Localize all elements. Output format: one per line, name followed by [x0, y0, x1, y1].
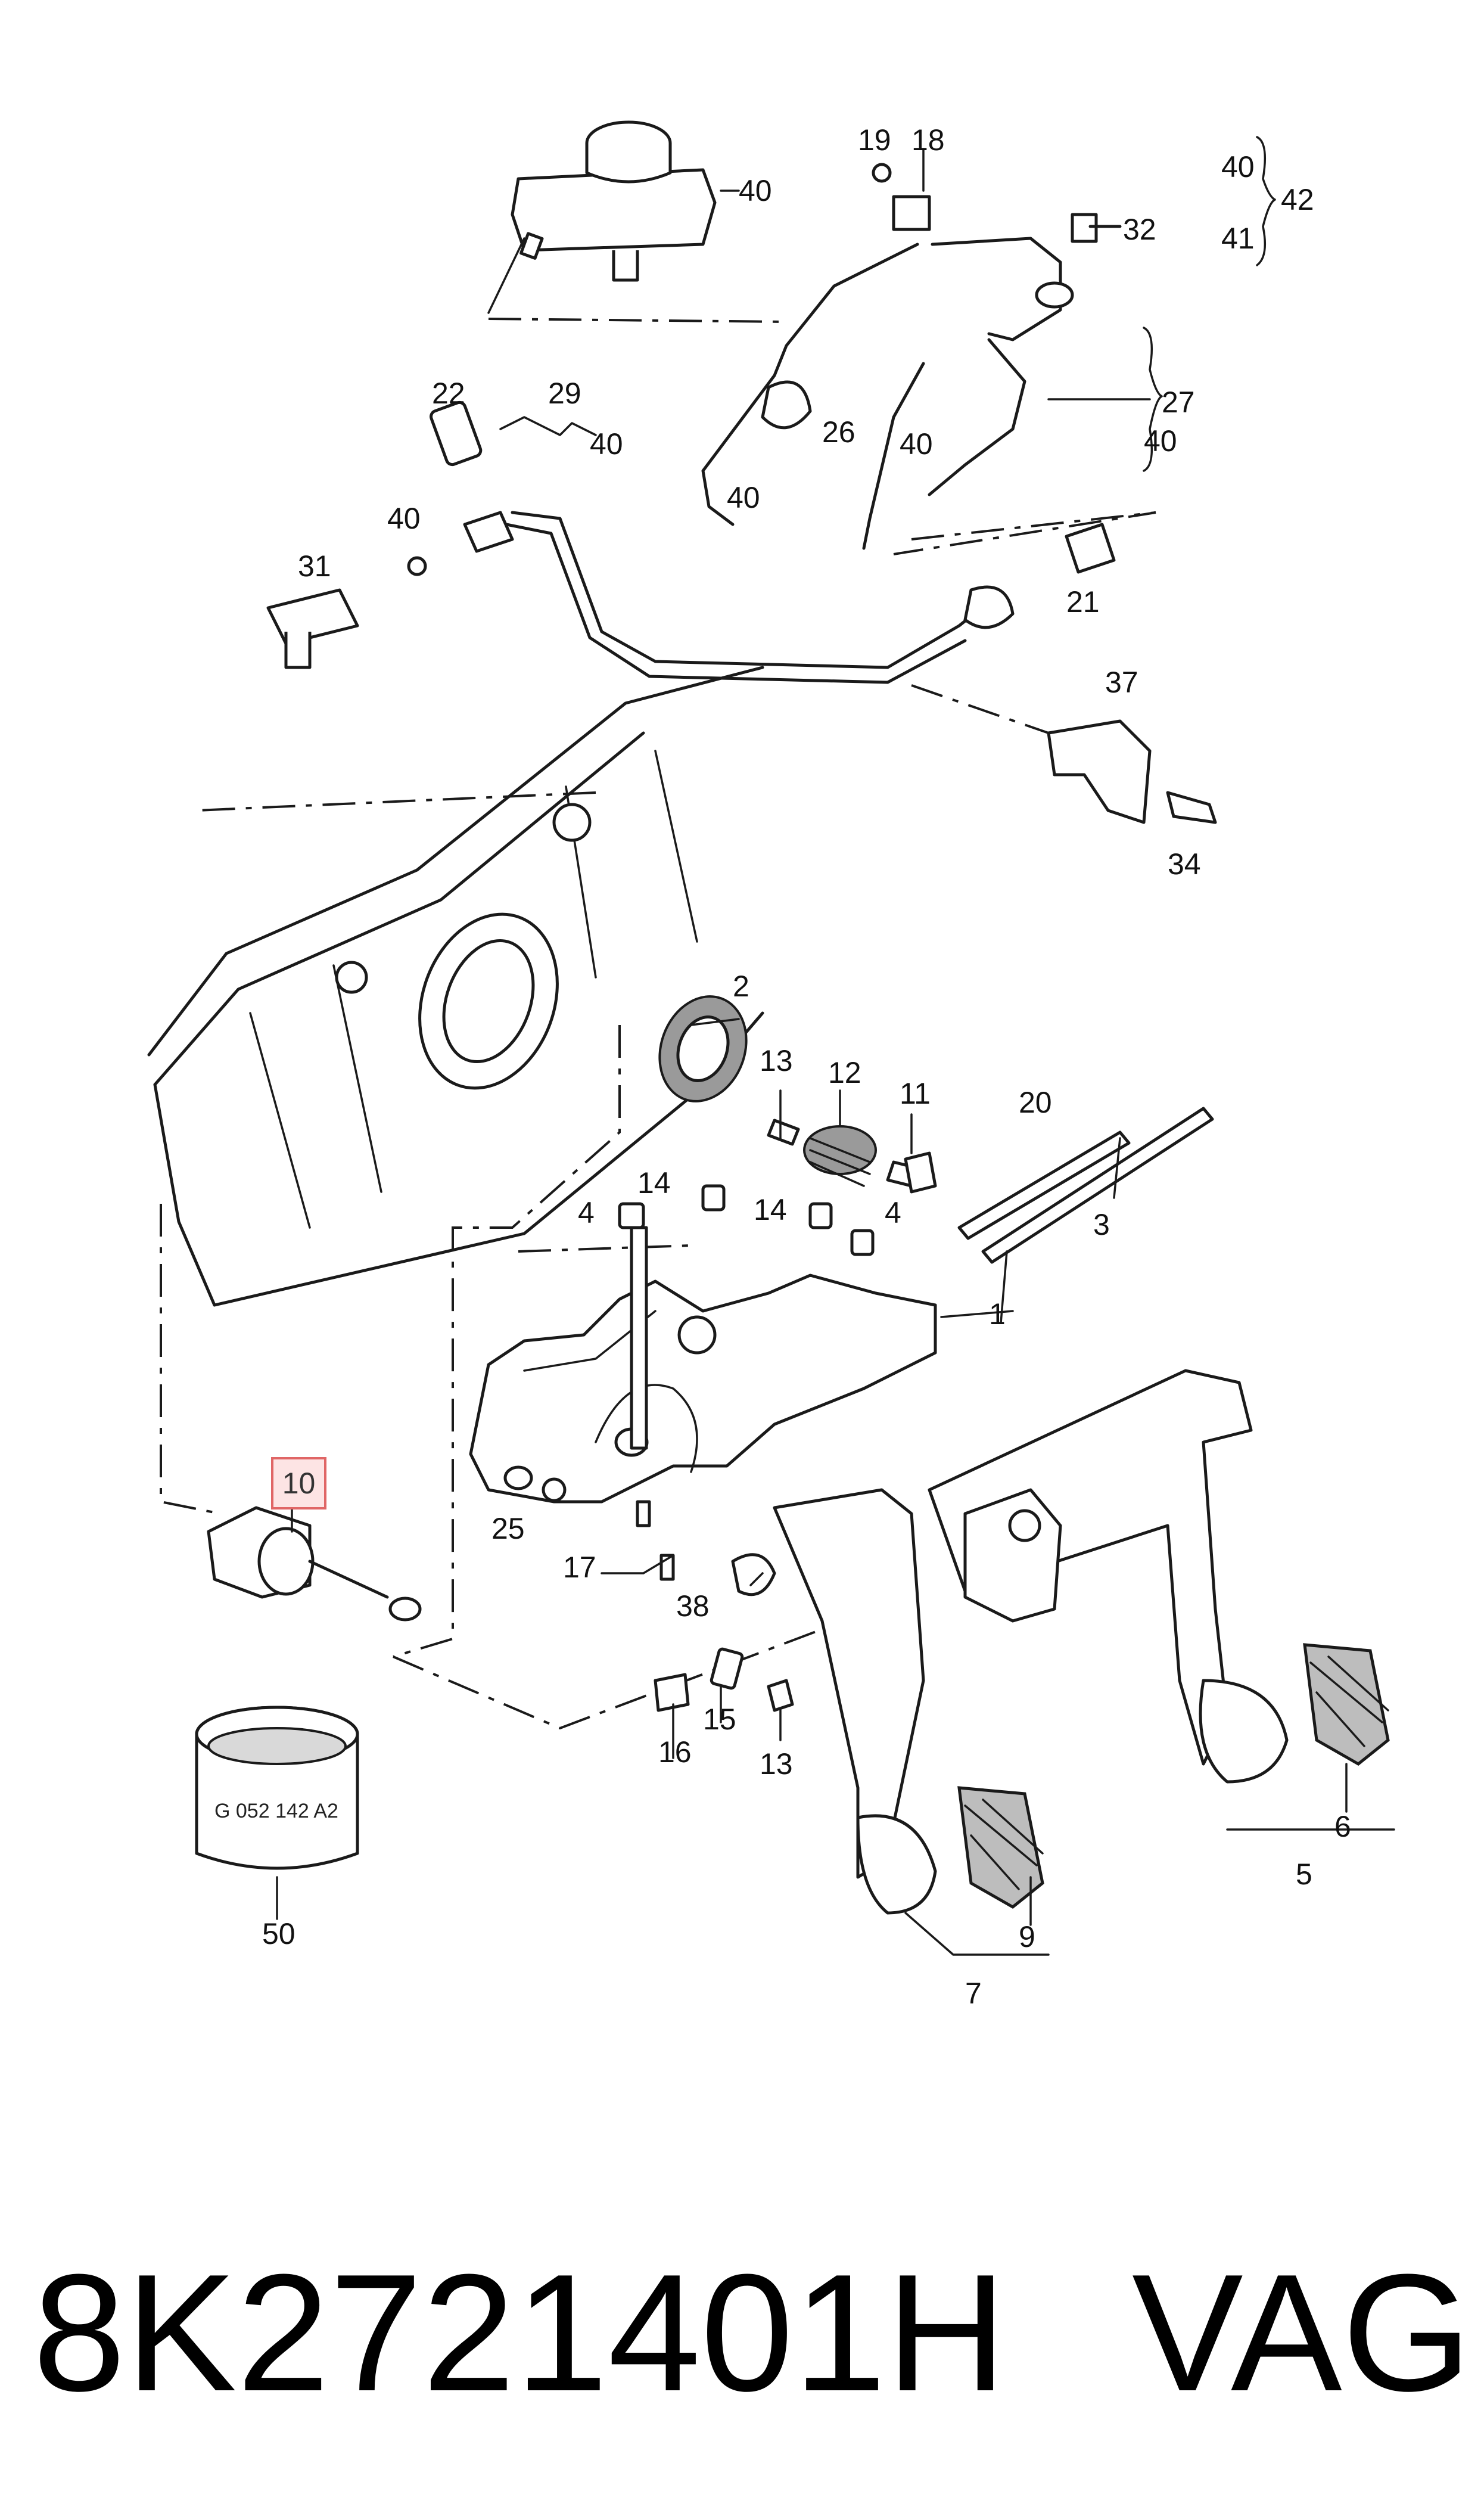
- callout-4-b: 4: [885, 1196, 901, 1229]
- callout-17: 17: [563, 1551, 596, 1584]
- callout-42: 42: [1281, 183, 1314, 216]
- callout-40-f: 40: [387, 502, 421, 535]
- pedal-bracket: [469, 1226, 937, 1504]
- callout-1: 1: [989, 1297, 1006, 1331]
- callout-2: 2: [733, 970, 749, 1003]
- part-number: 8K2721401H: [33, 2240, 1007, 2426]
- assembly-leader-lines: [160, 318, 1156, 1730]
- callout-12: 13: [760, 1044, 793, 1077]
- callout-22: 22: [432, 377, 465, 410]
- seal-ring-2: [658, 995, 748, 1102]
- callout-40-e: 40: [590, 427, 623, 461]
- callout-6: 6: [1334, 1810, 1351, 1843]
- callout-18: 20: [1019, 1086, 1052, 1119]
- callout-32: 32: [1123, 213, 1156, 246]
- callout-25: 25: [491, 1512, 525, 1545]
- pedal-shafts: [957, 1107, 1214, 1264]
- hydraulic-lines-upper: [701, 195, 1122, 550]
- brake-pedal: [928, 1369, 1390, 1784]
- callout-3: 3: [1093, 1208, 1110, 1241]
- callout-34: 34: [1168, 847, 1201, 881]
- grease-tin-label: G 052 142 A2: [214, 1800, 338, 1822]
- callout-5: 5: [1296, 1858, 1312, 1891]
- callout-21: 21: [1066, 585, 1100, 619]
- callout-14-a: 14: [637, 1166, 671, 1200]
- grease-tin: [195, 1706, 359, 1870]
- clutch-line: [430, 400, 1116, 684]
- callout-16: 16: [658, 1735, 692, 1769]
- callout-31: 31: [298, 549, 331, 583]
- callout-14-b: 14: [754, 1193, 787, 1226]
- callout-36: 37: [1105, 666, 1138, 699]
- brake-fluid-reservoir: [487, 120, 717, 314]
- clutch-master-connector: [266, 556, 427, 669]
- callout-20: 19: [858, 123, 891, 157]
- over-centre-spring: [767, 1119, 919, 1188]
- brand-name: VAG: [1132, 2240, 1472, 2426]
- callout-4-a: 4: [578, 1196, 595, 1229]
- callout-11: 12: [828, 1056, 861, 1089]
- callout-26: 26: [822, 415, 855, 449]
- small-fasteners: [542, 163, 937, 1712]
- clutch-position-sensor: [207, 1506, 422, 1622]
- callout-7: 7: [965, 1977, 982, 2010]
- callout-8: 9: [1019, 1920, 1035, 1953]
- callout-9: 11: [900, 1077, 931, 1110]
- callout-19: 18: [911, 123, 945, 157]
- callout-15: 15: [703, 1703, 736, 1736]
- callout-50: 50: [262, 1917, 295, 1950]
- clutch-pedal: [773, 1488, 1044, 1915]
- callout-leaders: [276, 136, 1395, 1956]
- callout-10-highlighted: 10: [271, 1457, 326, 1509]
- callout-29: 29: [548, 377, 581, 410]
- bracket-36: [1047, 719, 1217, 824]
- callout-37: 38: [676, 1589, 710, 1623]
- callout-40-a: 40: [1221, 150, 1255, 184]
- callout-41: 41: [1221, 222, 1255, 255]
- callout-38: 40: [739, 174, 772, 207]
- callout-40-d: 40: [727, 481, 760, 514]
- callout-27: 27: [1162, 386, 1195, 419]
- callout-13: 13: [760, 1747, 793, 1781]
- firewall-bulkhead: [147, 666, 764, 1307]
- callout-40-b: 40: [1144, 424, 1177, 458]
- callout-40-c: 40: [900, 427, 933, 461]
